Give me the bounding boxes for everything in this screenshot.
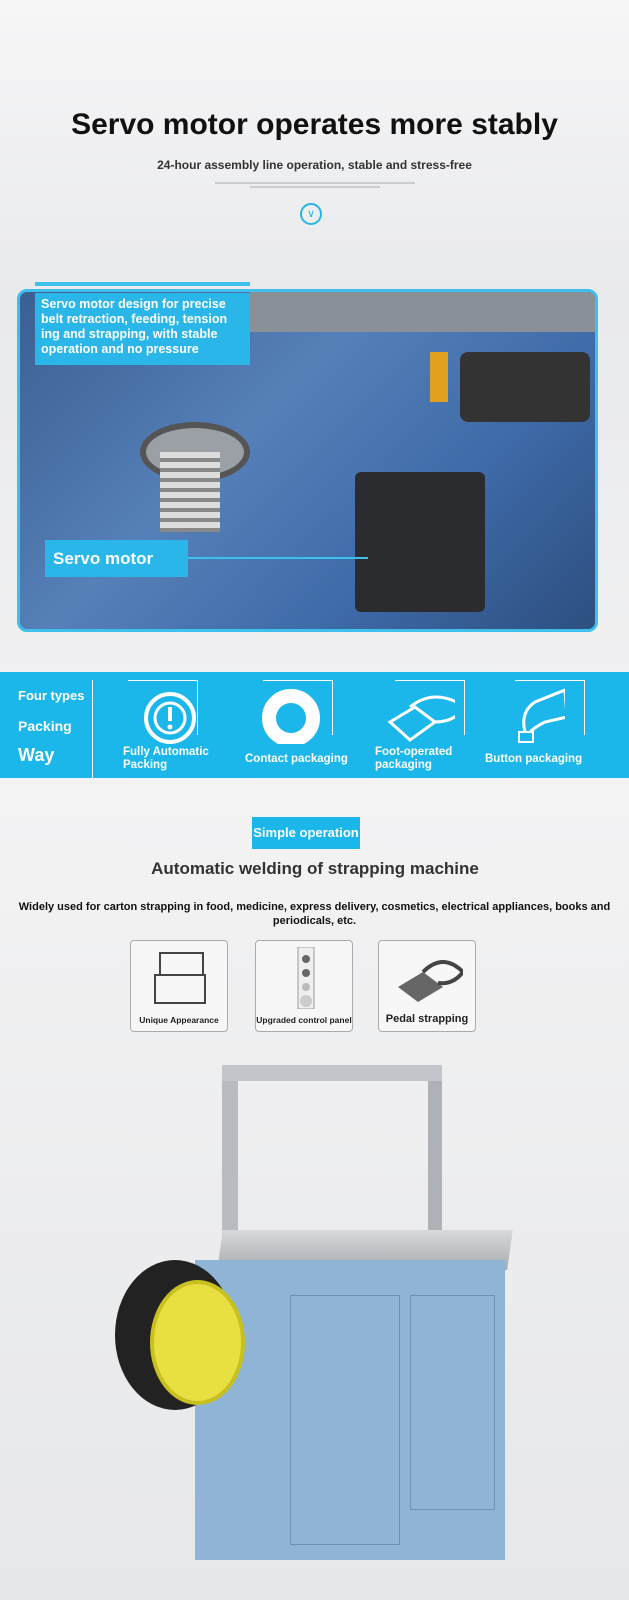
sensor (430, 352, 448, 402)
machine-sketch-icon (154, 952, 206, 1004)
rail (250, 292, 595, 332)
simple-operation-badge: Simple operation (252, 817, 360, 849)
chevron-down-icon: ∨ (300, 203, 322, 225)
item-label: Fully Automatic Packing (123, 746, 209, 771)
card-label: Pedal strapping (385, 1013, 469, 1025)
servo-motor-label: Servo motor (45, 540, 188, 577)
motor (355, 472, 485, 612)
page-title: Servo motor operates more stably (71, 108, 558, 141)
strapping-machine-image (110, 1060, 520, 1590)
cabinet-door (290, 1295, 400, 1545)
fine-print-line (250, 186, 380, 188)
item-label: Foot-operated packaging (375, 746, 453, 771)
alert-circle-icon (144, 692, 196, 744)
ring-icon (262, 689, 320, 744)
band-heading-2: Packing (18, 718, 72, 734)
label-pointer-line (188, 557, 368, 559)
packing-type-item: Fully Automatic Packing (120, 672, 240, 778)
control-panel-icon (297, 947, 315, 1009)
spring (160, 452, 220, 532)
item-label: Button packaging (485, 753, 583, 765)
cabinet (195, 1260, 505, 1560)
packing-type-item: Contact packaging (245, 672, 365, 778)
packing-type-item: Foot-operated packaging (375, 672, 495, 778)
photo-caption: Servo motor design for precise belt retr… (35, 293, 250, 365)
arch-top (222, 1065, 442, 1081)
item-label: Contact packaging (245, 753, 348, 765)
packing-types-band: Four types Packing Way Fully Automatic P… (0, 672, 629, 778)
hand-press-icon (518, 688, 565, 743)
arch-right (428, 1065, 442, 1235)
yellow-strap-coil (150, 1280, 245, 1405)
feature-card: Pedal strapping (378, 940, 476, 1032)
accent-line (35, 282, 250, 286)
divider (92, 680, 93, 778)
card-label: Upgraded control panel (256, 1015, 352, 1025)
subtitle: 24-hour assembly line operation, stable … (157, 158, 472, 172)
feature-card: Upgraded control panel (255, 940, 353, 1032)
feature-card: Unique Appearance (130, 940, 228, 1032)
band-heading-3: Way (18, 745, 55, 765)
motor-body (460, 352, 590, 422)
cabinet-door (410, 1295, 495, 1510)
band-heading-1: Four types (18, 688, 85, 703)
pedal-icon (387, 695, 455, 742)
fine-print-line (215, 182, 415, 184)
pedal-sketch-icon (398, 960, 463, 1002)
section-description: Widely used for carton strapping in food… (18, 901, 611, 927)
packing-type-item: Button packaging (485, 672, 605, 778)
section-title: Automatic welding of strapping machine (151, 859, 479, 878)
arch-left (222, 1065, 238, 1265)
card-label: Unique Appearance (139, 1015, 219, 1025)
